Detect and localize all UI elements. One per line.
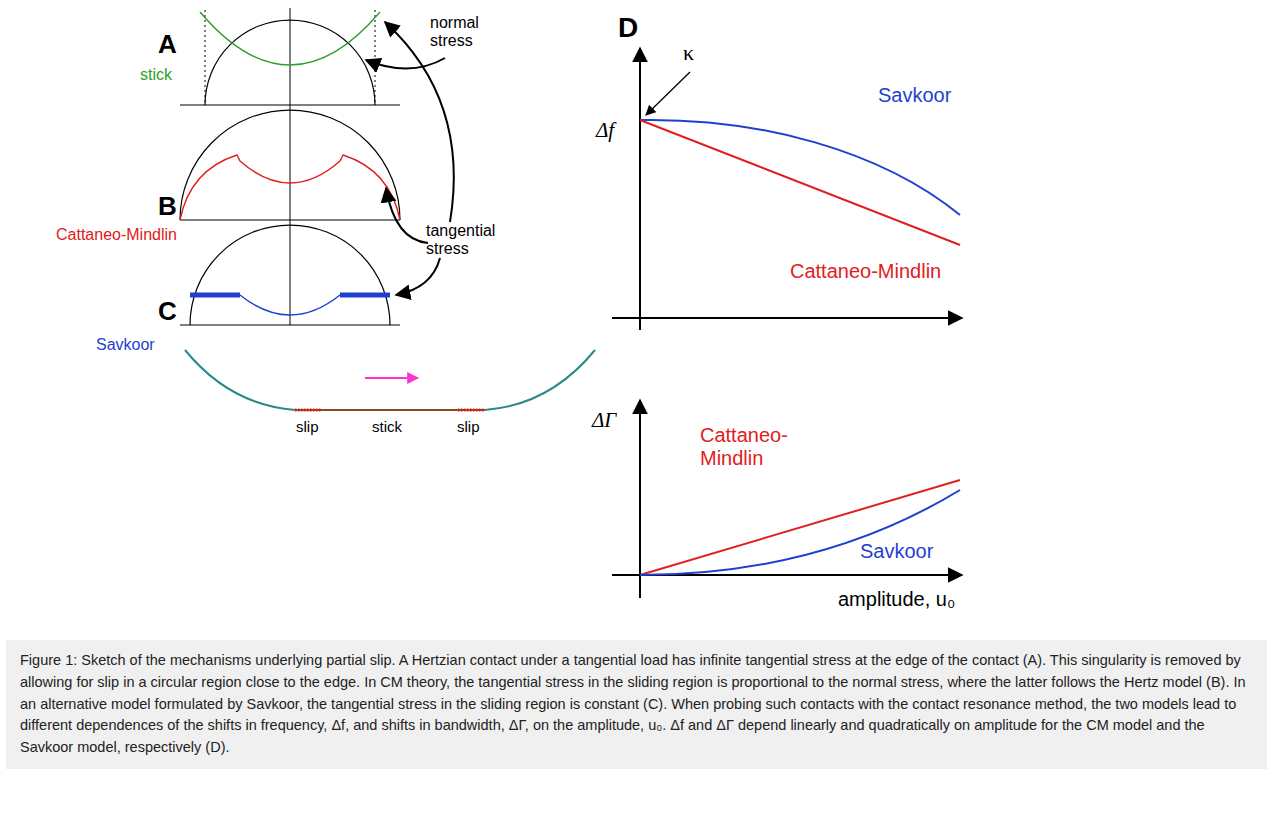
y-axis xyxy=(639,400,641,598)
contact-edge xyxy=(375,10,376,105)
curve-label: Savkoor xyxy=(860,540,933,563)
sphere-outline xyxy=(485,350,595,410)
slip-zone xyxy=(458,409,485,412)
zone-label: stick xyxy=(372,418,402,435)
savkoor-stress-curve xyxy=(240,295,340,315)
callout-label: normal stress xyxy=(430,14,490,51)
normal-stress-curve xyxy=(190,225,390,325)
zone-label: slip xyxy=(457,418,480,435)
motion-arrow xyxy=(365,377,418,379)
axis-label: amplitude, u₀ xyxy=(838,588,955,611)
panel-letter: B xyxy=(158,192,177,222)
y-axis xyxy=(639,48,641,330)
contact-line xyxy=(295,409,485,411)
curve-label: Savkoor xyxy=(96,336,155,354)
stick-stress-curve xyxy=(200,12,380,65)
panel-letter: C xyxy=(158,297,177,327)
leader-arrow xyxy=(396,258,440,295)
baseline xyxy=(180,104,400,105)
cm-stress-curve xyxy=(180,155,400,220)
curve-label: Cattaneo-Mindlin xyxy=(56,226,177,244)
contact-edge xyxy=(205,10,206,105)
curve-label: Savkoor xyxy=(878,84,951,107)
symmetry-axis xyxy=(290,8,291,325)
leader-arrow xyxy=(386,188,428,243)
panel-letter: A xyxy=(158,30,177,60)
callout-label: tangential stress xyxy=(426,222,501,259)
cm-curve xyxy=(640,120,960,245)
x-axis xyxy=(612,317,962,319)
savkoor-curve xyxy=(640,120,960,215)
axis-label: ΔΓ xyxy=(592,408,616,432)
leader-arrow xyxy=(646,72,690,115)
sphere-outline xyxy=(185,350,295,410)
savkoor-curve xyxy=(640,490,960,575)
baseline xyxy=(180,324,400,325)
normal-stress-curve xyxy=(180,110,400,220)
leader-arrow xyxy=(385,22,454,222)
figure-caption: Figure 1: Sketch of the mechanisms under… xyxy=(6,640,1267,769)
cm-curve xyxy=(640,480,960,575)
leader-arrow xyxy=(366,58,445,69)
curve-label: Cattaneo- Mindlin xyxy=(700,424,795,470)
constant-stress xyxy=(190,293,240,298)
axis-label: Δf xyxy=(596,118,614,142)
curve-label: stick xyxy=(140,66,172,84)
panel-letter: D xyxy=(618,12,638,44)
constant-stress xyxy=(340,293,390,298)
curve-label: Cattaneo-Mindlin xyxy=(790,260,941,283)
symbol-label: κ xyxy=(683,40,694,65)
slip-zone xyxy=(295,409,322,412)
normal-stress-curve xyxy=(205,20,375,105)
baseline xyxy=(180,219,400,220)
zone-label: slip xyxy=(296,418,319,435)
